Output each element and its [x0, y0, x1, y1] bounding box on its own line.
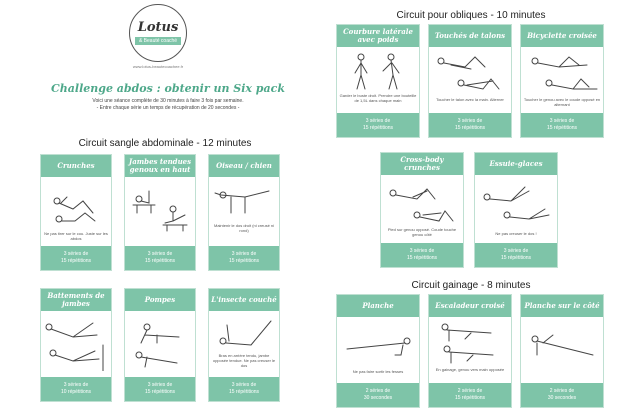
- brand-logo: Lotus & Beauté coaché www.lotus-beauteco…: [118, 4, 198, 76]
- essuie-figure: [477, 181, 555, 225]
- intro-line-2: - Entre chaque série un temps de récupér…: [96, 105, 240, 111]
- touches-figure: [431, 51, 509, 95]
- card-oiseau-title: Oiseau / chien: [209, 155, 279, 177]
- card-essuie-title: Essuie-glaces: [475, 153, 557, 175]
- card-oiseau-reps: 3 séries de 15 répétitions: [209, 246, 279, 270]
- card-crossbody: Cross-body crunches Pied sur genou oppos…: [380, 152, 464, 268]
- card-insecte-note: Bras en arrière tendu, jambe opposée ten…: [212, 353, 276, 368]
- card-courbure-reps: 3 séries de 15 répétitions: [337, 113, 419, 137]
- card-jambes-title: Jambes tendues genoux en haut: [125, 155, 195, 177]
- card-oiseau-note: Maintenir le dos droit (ni creusé ni ron…: [213, 223, 275, 233]
- intro-line-1: Voici une séance complète de 30 minutes …: [92, 98, 244, 104]
- card-jambes-reps: 3 séries de 15 répétitions: [125, 246, 195, 270]
- card-bicyclette: Bicyclette croisée Toucher le genou avec…: [520, 24, 604, 138]
- card-touches-title: Touchés de talons: [429, 25, 511, 47]
- card-touches: Touchés de talons Toucher le talon avec …: [428, 24, 512, 138]
- intro-text: Voici une séance complète de 30 minutes …: [48, 98, 288, 112]
- circuit-obliques-title: Circuit pour obliques - 10 minutes: [396, 10, 546, 21]
- card-pompes-title: Pompes: [125, 289, 195, 311]
- card-crunches: Crunches Ne pas tirer sur le cou. Juste …: [40, 154, 112, 271]
- circuit-gainage-title: Circuit gainage - 8 minutes: [411, 280, 531, 291]
- circuit-sangle-title: Circuit sangle abdominale - 12 minutes: [78, 138, 252, 149]
- battements-figure: [43, 315, 109, 372]
- card-insecte-reps: 3 séries de 15 répétitions: [209, 377, 279, 401]
- card-planche: Planche Ne pas faire sortir les fesses 2…: [336, 294, 420, 408]
- crossbody-figure: [383, 181, 461, 225]
- card-essuie: Essuie-glaces Ne pas creuser le dos ! 3 …: [474, 152, 558, 268]
- card-bicyclette-title: Bicyclette croisée: [521, 25, 603, 47]
- planche-figure: [339, 331, 417, 361]
- card-crunches-reps: 3 séries de 15 répétitions: [41, 246, 111, 270]
- card-escalade: Escaladeur croisé En gainage, genou vers…: [428, 294, 512, 408]
- planche-cote-figure: [523, 331, 601, 361]
- card-escalade-title: Escaladeur croisé: [429, 295, 511, 317]
- escalade-figure: [431, 321, 509, 365]
- card-planche-reps: 2 séries de 30 secondes: [337, 383, 419, 407]
- card-escalade-reps: 2 séries de 15 répétitions: [429, 383, 511, 407]
- card-touches-note: Toucher le talon avec la main. Alterner: [436, 97, 504, 102]
- pompes-figure: [127, 315, 193, 371]
- logo-name: Lotus: [137, 20, 179, 35]
- card-insecte-title: L'insecte couché: [209, 289, 279, 311]
- insecte-figure: [211, 315, 277, 351]
- card-planche-note: Ne pas faire sortir les fesses: [352, 369, 404, 374]
- page-title: Challenge abdos : obtenir un Six pack: [51, 82, 285, 95]
- card-essuie-reps: 3 séries de 15 répétitions: [475, 243, 557, 267]
- card-crossbody-reps: 3 séries de 15 répétitions: [381, 243, 463, 267]
- card-courbure: Courbure latérale avec poids Garder le b…: [336, 24, 420, 138]
- card-pompes-reps: 3 séries de 15 répétitions: [125, 377, 195, 401]
- card-touches-reps: 3 séries de 15 répétitions: [429, 113, 511, 137]
- crunches-figure: [43, 187, 109, 227]
- card-crunches-title: Crunches: [41, 155, 111, 177]
- logo-badge: Lotus & Beauté coaché: [129, 4, 187, 62]
- card-bicyclette-reps: 3 séries de 15 répétitions: [521, 113, 603, 137]
- courbure-figure: [339, 51, 417, 91]
- logo-url: www.lotus-beautecoachee.fr: [132, 64, 184, 69]
- card-battements-title: Battements de jambes: [41, 289, 111, 311]
- oiseau-figure: [211, 183, 277, 219]
- card-crossbody-title: Cross-body crunches: [381, 153, 463, 175]
- bicyclette-figure: [523, 51, 601, 95]
- card-battements: Battements de jambes 3 séries de 10 répé…: [40, 288, 112, 402]
- card-planche-title: Planche: [337, 295, 419, 317]
- card-oiseau: Oiseau / chien Maintenir le dos droit (n…: [208, 154, 280, 271]
- card-planche-cote-title: Planche sur le côté: [521, 295, 603, 317]
- card-bicyclette-note: Toucher le genou avec le coude opposé en…: [523, 97, 601, 107]
- card-courbure-note: Garder le buste droit. Prendre une boute…: [339, 93, 417, 103]
- card-planche-cote: Planche sur le côté 2 séries de 30 secon…: [520, 294, 604, 408]
- card-pompes: Pompes 3 séries de 15 répétitions: [124, 288, 196, 402]
- card-planche-cote-reps: 2 séries de 30 secondes: [521, 383, 603, 407]
- card-courbure-title: Courbure latérale avec poids: [337, 25, 419, 47]
- card-essuie-note: Ne pas creuser le dos !: [495, 231, 537, 236]
- card-insecte: L'insecte couché Bras en arrière tendu, …: [208, 288, 280, 402]
- card-battements-reps: 3 séries de 10 répétitions: [41, 377, 111, 401]
- card-crossbody-note: Pied sur genou opposé. Coude touche geno…: [387, 227, 457, 237]
- jambes-figure: [127, 185, 193, 233]
- card-crunches-note: Ne pas tirer sur le cou. Juste sur les a…: [44, 231, 108, 241]
- card-jambes: Jambes tendues genoux en haut 3 séries d…: [124, 154, 196, 271]
- card-escalade-note: En gainage, genou vers main opposée: [435, 367, 505, 372]
- logo-ribbon: & Beauté coaché: [134, 37, 182, 45]
